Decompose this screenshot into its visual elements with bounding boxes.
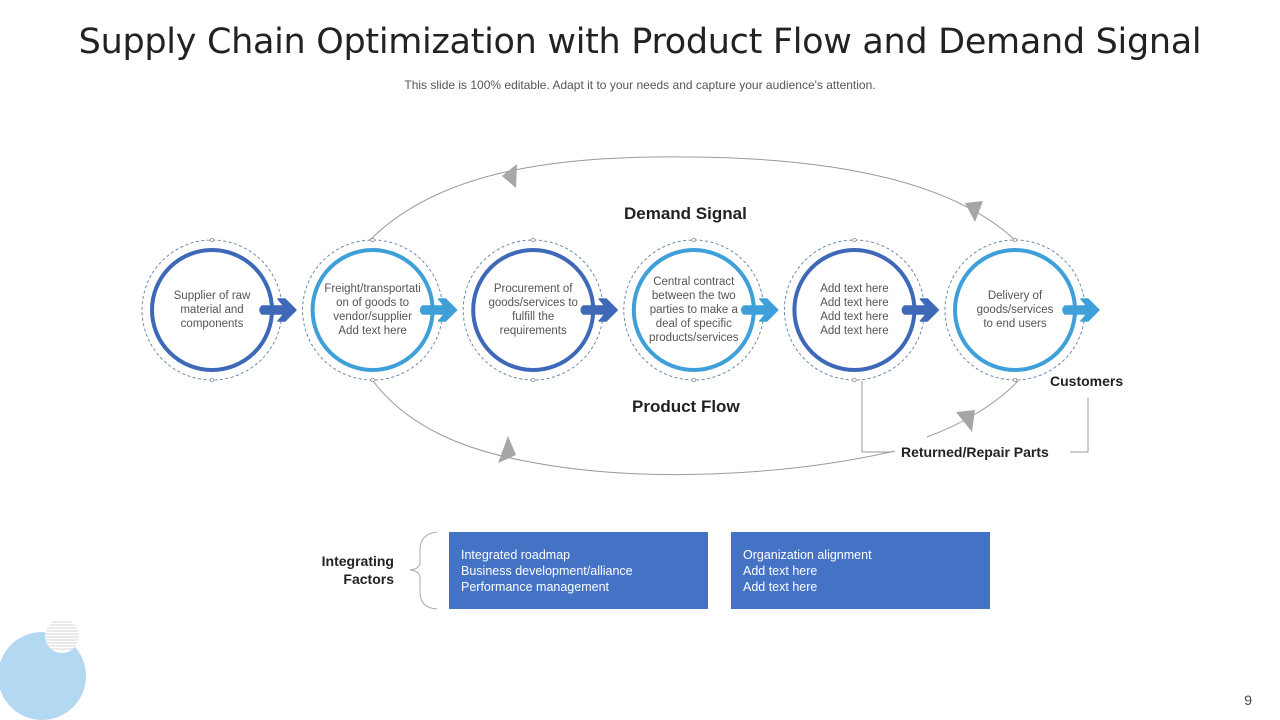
arrowhead-icon (502, 164, 517, 188)
arrowhead-icon (956, 410, 975, 432)
stage-node (141, 237, 297, 383)
product-flow-label: Product Flow (632, 397, 740, 416)
stage-text-line: Supplier of raw (173, 290, 251, 302)
integrating-label-line: Integrating (321, 553, 394, 569)
factor-item: Organization alignment (743, 548, 872, 562)
stage-text-line: Add text here (820, 311, 889, 323)
connector-dot (209, 237, 215, 243)
demand-signal-label: Demand Signal (624, 204, 747, 223)
factors-box-1: Integrated roadmap Business development/… (449, 532, 708, 609)
connector-dot (370, 377, 375, 383)
arrowhead-icon (965, 201, 983, 222)
stage-text: Central contract between the two parties t… (639, 275, 749, 345)
slide-subtitle: This slide is 100% editable. Adapt it to… (404, 78, 876, 92)
factor-item: Performance management (461, 580, 609, 594)
stage-text-line: vendor/supplier (333, 311, 412, 323)
customers-label: Customers (1050, 373, 1124, 389)
stage-text: Delivery of goods/services to end users (960, 289, 1070, 331)
stage-text-line: Freight/transportati (324, 283, 421, 295)
stage-text-line: Procurement of (493, 283, 573, 295)
stage-text-line: products/services (649, 332, 739, 344)
stage-text-line: requirements (499, 325, 567, 337)
integrating-label-line: Factors (343, 571, 394, 587)
right-arrow-icon (580, 298, 618, 322)
factor-item: Integrated roadmap (461, 548, 571, 562)
stage-text: Supplier of raw material and components (157, 289, 267, 331)
factors-box-2: Organization alignment Add text here Add… (731, 532, 990, 609)
slide-title: Supply Chain Optimization with Product F… (78, 22, 1202, 62)
decor-circle (0, 632, 86, 720)
stage-text-line: goods/services (976, 304, 1054, 316)
stage-text-line: to end users (983, 318, 1047, 330)
page-number: 9 (1244, 692, 1252, 708)
stage-node (462, 237, 618, 383)
stage-text-line: Add text here (820, 283, 889, 295)
returned-bracket-left (861, 381, 890, 453)
stage-text-line: deal of specific (655, 318, 732, 330)
connector-dot (691, 237, 696, 243)
stage-text-line: fulfill the (512, 311, 555, 323)
demand-signal-arc (369, 156, 1016, 241)
stage-text-line: Add text here (820, 297, 889, 309)
connector-dot (370, 237, 375, 243)
factor-item: Business development/alliance (461, 564, 633, 578)
stage-text-line: goods/services to (488, 297, 578, 309)
right-arrow-icon (741, 298, 779, 322)
product-flow-arc (372, 380, 896, 476)
stage-node (302, 237, 458, 383)
connector-dot (209, 377, 215, 383)
stage-text-line: Central contract (653, 276, 735, 288)
stage-text-line: on of goods to (336, 297, 410, 309)
stage-text-line: between the two (651, 290, 736, 302)
stage-text-line: Delivery of (987, 290, 1043, 302)
right-arrow-icon (1062, 298, 1100, 322)
factor-item: Add text here (743, 564, 818, 578)
factor-item: Add text here (743, 580, 818, 594)
stage-text-line: material and (180, 304, 244, 316)
connector-dot (1012, 237, 1018, 243)
stage-text-line: components (180, 318, 244, 330)
stage-node (783, 237, 940, 383)
connector-dot (691, 377, 696, 383)
stage-text-line: Add text here (338, 325, 407, 337)
returned-parts-label: Returned/Repair Parts (901, 444, 1049, 460)
stage-node (623, 237, 779, 383)
stage-text-line: parties to make a (649, 304, 738, 316)
connector-dot (531, 377, 536, 383)
arrowhead-icon (498, 436, 516, 463)
right-arrow-icon (419, 298, 458, 322)
connector-dot (852, 237, 857, 243)
stage-text: Freight/transportati on of goods to vendor… (318, 282, 428, 338)
stage-text: Procurement of goods/services to fulfill t… (478, 282, 588, 338)
returned-parts-arc (926, 380, 1019, 438)
curly-brace (409, 531, 438, 610)
integrating-factors-label: Integrating Factors (300, 552, 394, 588)
connector-dot (852, 377, 857, 383)
stage-text-line: Add text here (820, 325, 889, 337)
connector-dot (531, 237, 536, 243)
right-arrow-icon (901, 298, 940, 322)
connector-dot (1012, 377, 1018, 383)
right-arrow-icon (259, 298, 297, 322)
returned-bracket-right (1070, 398, 1089, 453)
stage-node (944, 237, 1100, 383)
